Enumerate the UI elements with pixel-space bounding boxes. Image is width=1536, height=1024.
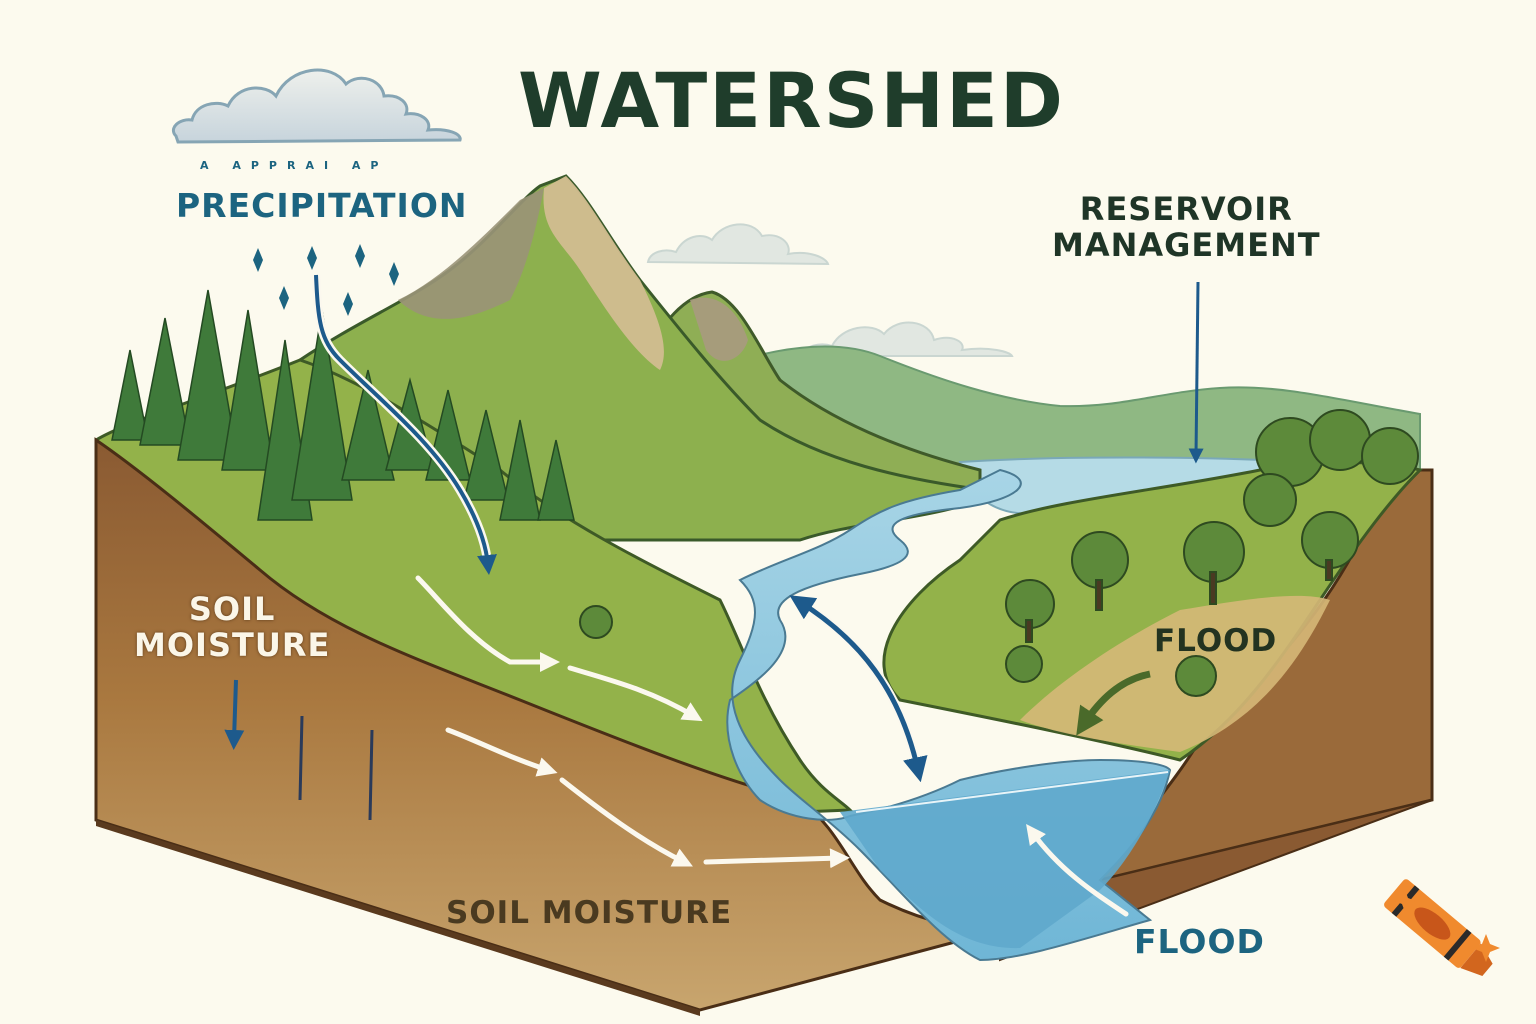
deciduous-trees xyxy=(579,409,1419,697)
flood-arrow-icon xyxy=(1076,670,1151,736)
reservoir-label-line1: RESERVOIR xyxy=(1079,190,1293,228)
reservoir-arrow-icon xyxy=(1188,281,1204,464)
groundwater-flow-arrows xyxy=(415,575,1129,917)
infiltration-arrow-icon xyxy=(224,679,245,750)
flood-channel-label: FLOOD xyxy=(1134,922,1265,961)
crayon-logo-icon xyxy=(1384,879,1493,976)
reservoir-label-line2: MANAGEMENT xyxy=(1052,225,1321,264)
soil-moisture-line2: MOISTURE xyxy=(134,625,331,664)
precipitation-label: PRECIPITATION xyxy=(176,186,468,225)
soil-moisture-upper-label: SOIL MOISTURE xyxy=(134,590,331,664)
reservoir-management-label: RESERVOIR MANAGEMENT xyxy=(1052,190,1321,264)
conifer-forest xyxy=(111,289,575,521)
soil-moisture-line1: SOIL xyxy=(188,590,276,628)
soil-cross-section xyxy=(94,437,1001,1012)
background-cloud-icon xyxy=(646,223,1014,357)
distant-hills xyxy=(738,345,1421,471)
flood-floodplain-label: FLOOD xyxy=(1154,623,1278,659)
sparkle-icon xyxy=(1394,890,1416,912)
page-title: WATERSHED xyxy=(518,56,1065,145)
rain-cloud-icon xyxy=(171,68,462,144)
sparkle-icon xyxy=(1472,934,1500,962)
river-channel-face xyxy=(840,770,1170,949)
raindrop-icons xyxy=(253,244,399,316)
soil-moisture-lower-label: SOIL MOISTURE xyxy=(446,895,733,931)
drizzle-marks: A APPRAI AP xyxy=(200,159,389,172)
